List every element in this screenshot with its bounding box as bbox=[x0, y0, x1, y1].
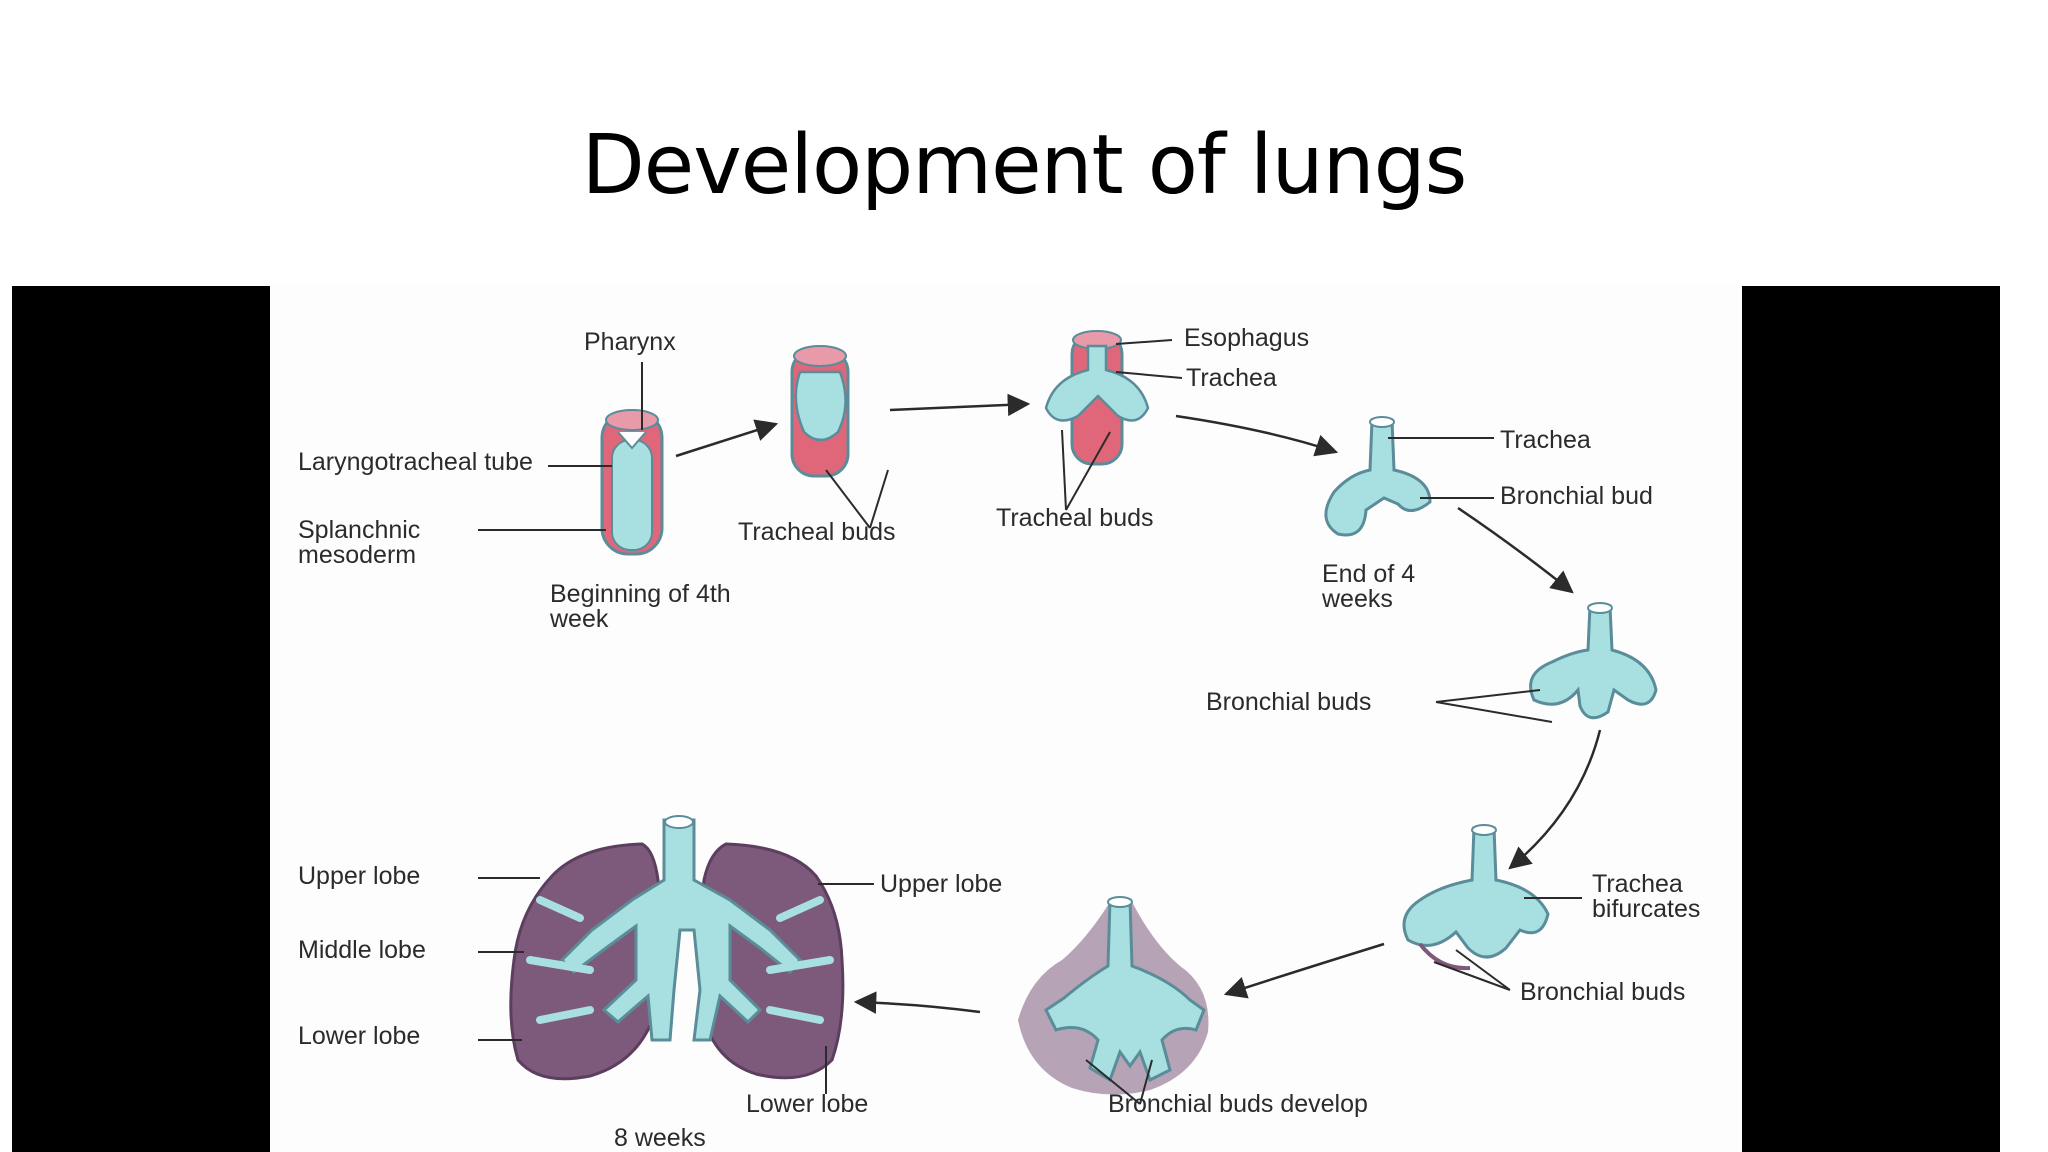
label-tracheal-buds-1: Tracheal buds bbox=[738, 518, 896, 546]
label-tracheal-buds-2: Tracheal buds bbox=[996, 504, 1154, 532]
stage-tracheal-buds-1 bbox=[790, 345, 850, 478]
flow-arrows bbox=[675, 393, 1602, 1014]
label-trachea-1: Trachea bbox=[1186, 364, 1277, 392]
slide-title: Development of lungs bbox=[581, 118, 1468, 213]
label-8-weeks: 8 weeks bbox=[614, 1124, 706, 1152]
leader-lines bbox=[478, 339, 1582, 1105]
label-end-4-weeks: End of 4 weeks bbox=[1322, 560, 1416, 613]
label-trachea-2: Trachea bbox=[1500, 426, 1591, 454]
stage-8-weeks-lungs bbox=[509, 815, 845, 1081]
stage-tracheal-buds-2 bbox=[1044, 330, 1150, 466]
stage-beginning-4th-week bbox=[600, 409, 664, 556]
label-bronchial-buds-2: Bronchial buds bbox=[1520, 978, 1686, 1006]
label-bronchial-buds-1: Bronchial buds bbox=[1206, 688, 1372, 716]
label-upper-lobe-right: Upper lobe bbox=[880, 870, 1003, 898]
label-trachea-bifurcates: Trachea bifurcates bbox=[1592, 870, 1701, 923]
stage-bronchial-buds-develop bbox=[1018, 896, 1209, 1095]
label-lower-lobe-left: Lower lobe bbox=[298, 1022, 421, 1050]
label-beginning-4th-week: Beginning of 4th week bbox=[550, 580, 731, 633]
label-pharynx: Pharynx bbox=[584, 328, 676, 356]
label-upper-lobe-left: Upper lobe bbox=[298, 862, 421, 890]
label-lower-lobe-right: Lower lobe bbox=[746, 1090, 869, 1118]
stage-bronchial-buds bbox=[1529, 602, 1658, 720]
label-esophagus: Esophagus bbox=[1184, 324, 1310, 352]
label-bronchial-bud: Bronchial bud bbox=[1500, 482, 1653, 510]
stage-end-4-weeks bbox=[1324, 416, 1432, 537]
label-bronchial-buds-develop: Bronchial buds develop bbox=[1108, 1090, 1368, 1118]
label-laryngotracheal-tube: Laryngotracheal tube bbox=[298, 448, 533, 476]
label-middle-lobe: Middle lobe bbox=[298, 936, 426, 964]
label-splanchnic-mesoderm: Splanchnic mesoderm bbox=[298, 516, 421, 569]
stage-trachea-bifurcates bbox=[1402, 824, 1550, 971]
